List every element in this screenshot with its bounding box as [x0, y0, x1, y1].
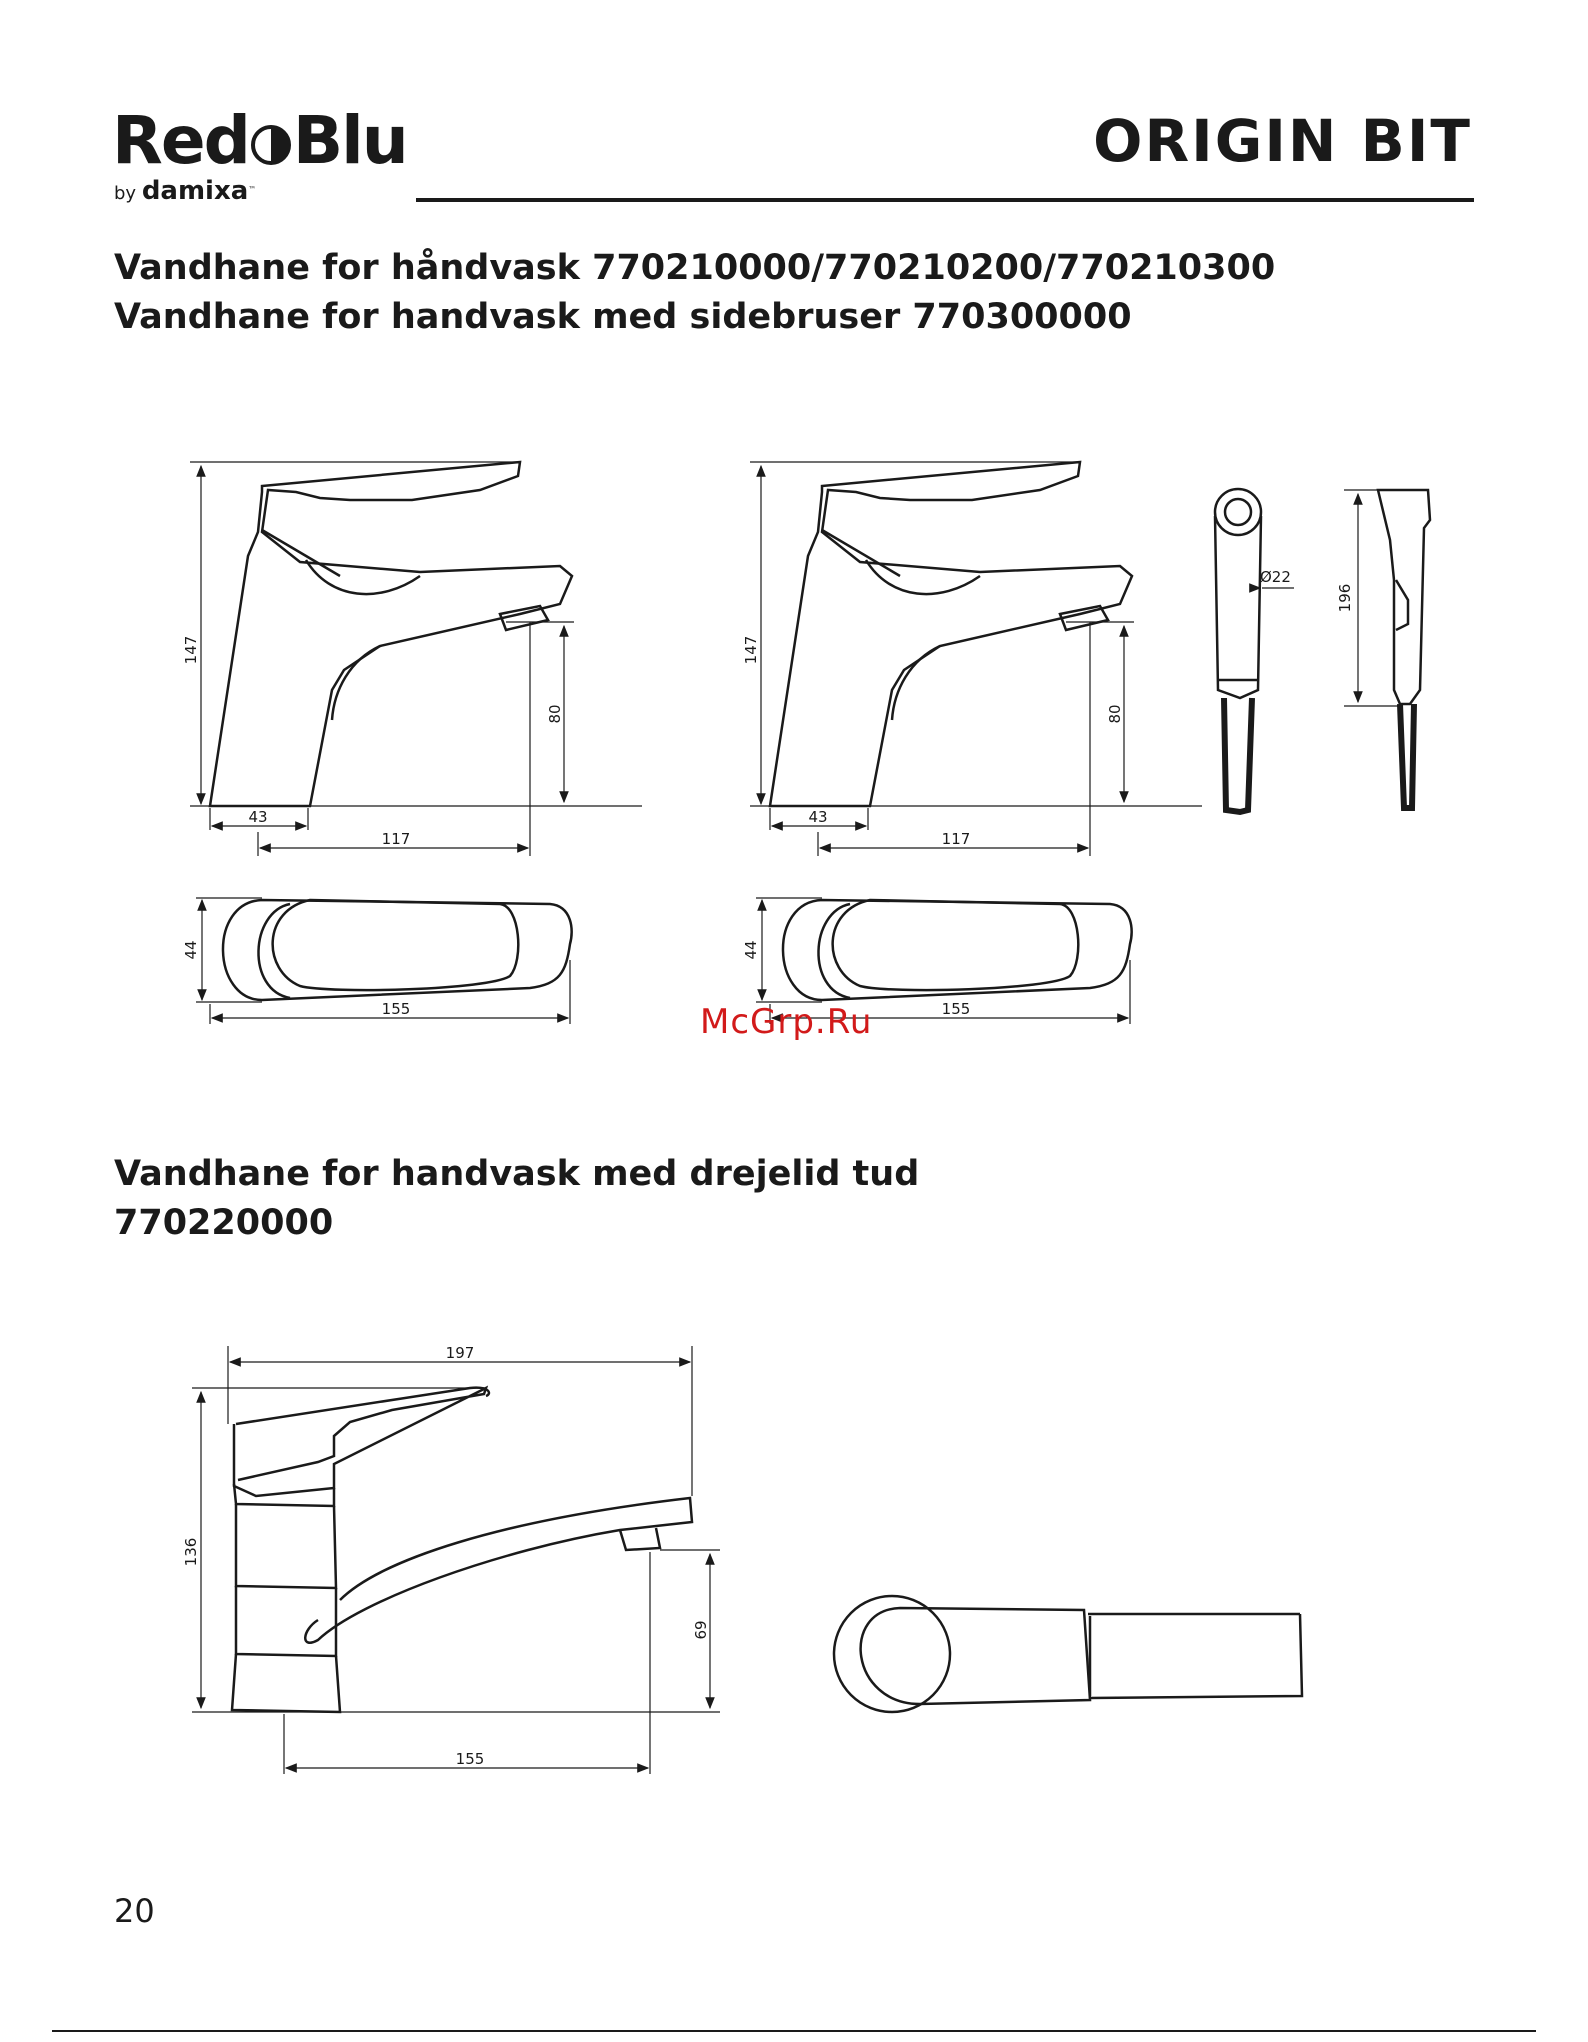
watermark: McGrp.Ru [700, 1002, 872, 1042]
dim-b-height: 147 [742, 636, 760, 665]
dim-b-top-width: 44 [742, 940, 760, 959]
hand-shower-front-view [1215, 489, 1261, 812]
faucet-c-top-view [834, 1596, 1302, 1712]
faucet-b-side-view [770, 462, 1132, 806]
dim-a-height: 147 [182, 636, 200, 665]
faucet-b-top-view [783, 900, 1132, 1000]
dim-c-height: 136 [182, 1538, 200, 1567]
dim-b-reach: 117 [942, 830, 971, 848]
dim-c-length: 197 [446, 1344, 475, 1362]
dim-b-spout: 80 [1106, 704, 1124, 723]
faucet-a-side-view [210, 462, 572, 806]
dim-c-spout: 69 [692, 1620, 710, 1639]
dim-shower-length: 196 [1336, 584, 1354, 613]
dim-a-spout: 80 [546, 704, 564, 723]
dim-a-top-width: 44 [182, 940, 200, 959]
faucet-a-top-view [223, 900, 572, 1000]
dim-a-top-length: 155 [382, 1000, 411, 1018]
faucet-b-side-dimensions [750, 462, 1202, 856]
hand-shower-side-view [1378, 490, 1430, 808]
dim-shower-diameter: Ø22 [1260, 568, 1291, 586]
dim-b-base: 43 [808, 808, 827, 826]
faucet-a-side-dimensions [190, 462, 642, 856]
faucet-c-side-view [232, 1388, 692, 1712]
page-number: 20 [114, 1892, 155, 1930]
dim-b-top-length: 155 [942, 1000, 971, 1018]
dim-a-reach: 117 [382, 830, 411, 848]
bottom-rule [52, 2030, 1536, 2032]
dim-c-reach: 155 [456, 1750, 485, 1768]
dim-a-base: 43 [248, 808, 267, 826]
